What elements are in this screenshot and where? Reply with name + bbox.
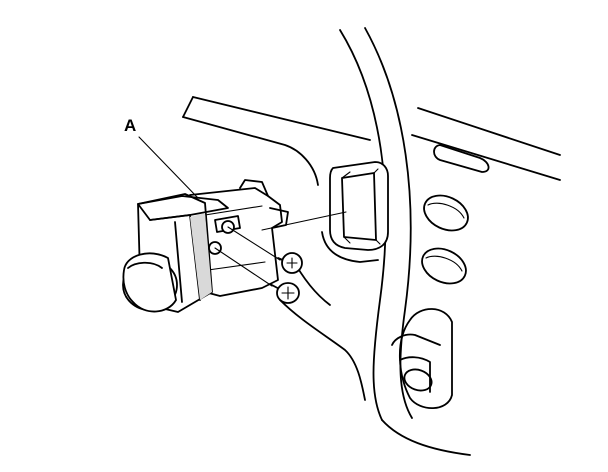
mounting-opening-lower-lip [321,231,379,263]
switch-bracket-tab-top [239,179,269,197]
screws [269,252,303,304]
panel-left-lip [182,96,194,118]
panel-hole-2-inner [425,255,463,272]
screw-lower-cross [281,286,295,300]
callout-a-label: A [124,116,136,135]
panel-top-edge-inner [182,116,319,186]
switch-bracket-edge [204,205,266,271]
mounting-opening-inner [341,172,377,241]
switch-body-shadow [190,213,212,300]
panel-rear-edge [381,419,471,456]
leader-to-opening [261,211,347,231]
switch-bracket-slot [214,215,241,233]
switch-body-face-ridge [174,221,183,303]
rib-slot-top [433,144,490,173]
screw-upper [277,252,303,274]
switch-assembly [122,179,289,313]
screw-upper-cross [286,257,298,269]
panel-top-edge [192,96,371,141]
panel-hole-1 [423,194,469,232]
screw-lower [269,282,300,304]
rib-frame-top [417,107,561,156]
panel-inner-curve [364,27,413,419]
panel-hole-1-inner [427,202,465,219]
callout-a-leader [138,136,199,199]
mounting-opening-depth [341,168,381,245]
panel-slot-large-lip [391,333,441,346]
panel-slot-large-inner [399,356,431,393]
panel-slot-large [398,308,453,410]
alignment-lines [214,211,347,287]
switch-knob-rim [127,261,163,269]
trim-panel [182,27,561,456]
rib-frame-lower [411,134,561,181]
panel-lower-contour [279,299,366,401]
panel-slot-bottom [403,368,433,392]
leader-upper-screw [227,226,281,261]
leader-lower-screw [214,247,273,287]
panel-outer-curve [339,29,387,421]
panel-hole-2 [421,247,467,285]
callout-a: A [124,116,199,199]
